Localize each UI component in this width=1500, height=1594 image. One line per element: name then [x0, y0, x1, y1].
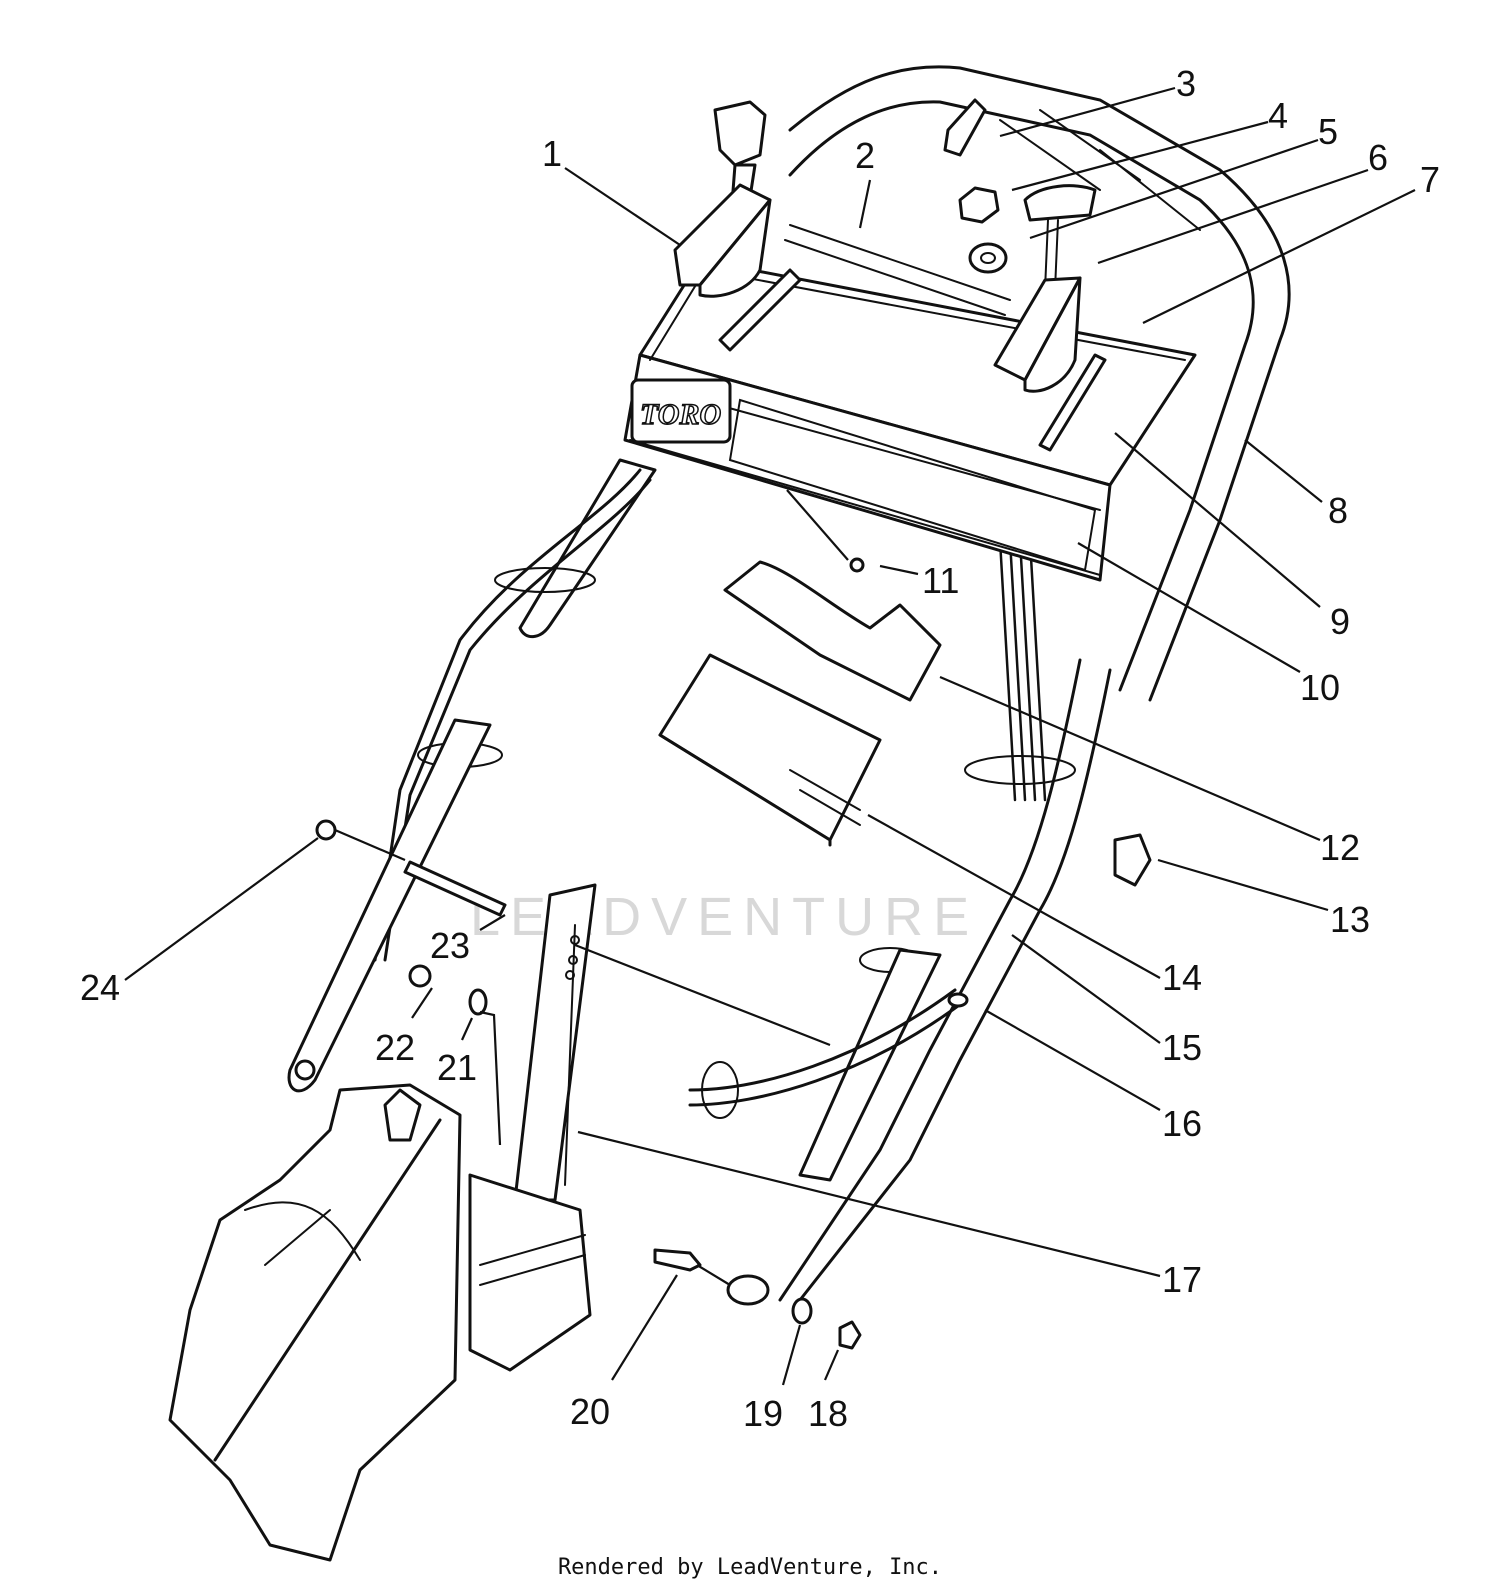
- callout-19: 19: [743, 1393, 783, 1434]
- callout-16: 16: [1162, 1103, 1202, 1144]
- drive-lever: [993, 184, 1097, 393]
- callout-18: 18: [808, 1393, 848, 1434]
- leader-lines: [124, 86, 1416, 1386]
- nut-24: [315, 819, 337, 841]
- callout-11: 11: [922, 560, 959, 601]
- callout-14: 14: [1162, 957, 1202, 998]
- lower-handle-left: [287, 458, 657, 1093]
- throttle-lever: [673, 100, 772, 298]
- callout-24: 24: [80, 967, 120, 1008]
- mower-housing: [168, 1083, 592, 1562]
- washer-19: [791, 1297, 813, 1325]
- switch-13: [1113, 833, 1152, 887]
- callout-21: 21: [437, 1047, 477, 1088]
- battery-bracket: [723, 560, 942, 702]
- bolt-22: [408, 964, 432, 988]
- height-adjuster-bar: [513, 883, 597, 1202]
- footer-credit: Rendered by LeadVenture, Inc.: [557, 1555, 943, 1580]
- callout-12: 12: [1320, 827, 1360, 868]
- callout-15: 15: [1162, 1027, 1202, 1068]
- clip-16: [947, 992, 969, 1008]
- brand-plate: [630, 378, 732, 444]
- battery-box: [658, 653, 882, 847]
- callout-17: 17: [1162, 1259, 1202, 1300]
- washer-21: [468, 988, 488, 1016]
- callout-3: 3: [1176, 63, 1196, 104]
- callout-5: 5: [1318, 111, 1338, 152]
- callout-23: 23: [430, 925, 470, 966]
- callout-10: 10: [1300, 667, 1340, 708]
- screw-11: [849, 557, 865, 573]
- callout-7: 7: [1420, 159, 1440, 200]
- callout-9: 9: [1330, 601, 1350, 642]
- stud-20: [653, 1248, 702, 1272]
- callout-20: 20: [570, 1391, 610, 1432]
- callout-22: 22: [375, 1027, 415, 1068]
- callout-labels: 1 2 3 4 5 6 7 8 9 10 11 12 13 14 15 16 1…: [80, 63, 1440, 1434]
- pin-23: [403, 860, 507, 917]
- callout-2: 2: [855, 135, 875, 176]
- callout-4: 4: [1268, 95, 1288, 136]
- callout-6: 6: [1368, 137, 1388, 178]
- callout-1: 1: [542, 133, 562, 174]
- callout-8: 8: [1328, 490, 1348, 531]
- nut-18: [838, 1320, 862, 1350]
- key-switch-parts: [943, 98, 1008, 274]
- brand-label: TORO: [640, 398, 721, 431]
- callout-13: 13: [1330, 899, 1370, 940]
